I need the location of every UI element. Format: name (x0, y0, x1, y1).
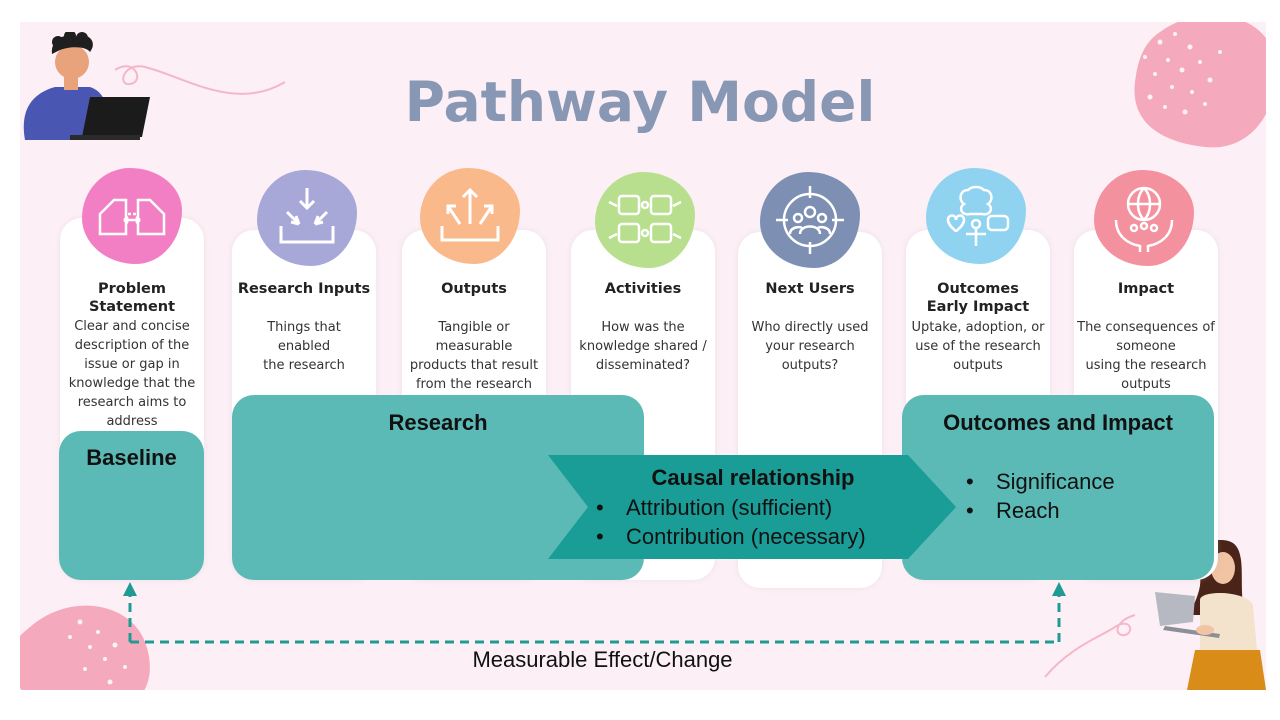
col-desc-next-users: Who directly used your research outputs? (751, 320, 869, 373)
page-title: Pathway Model (404, 70, 876, 134)
measurable-effect-dashed-connector (123, 582, 1066, 644)
col-desc-problem-statement: Clear and concise description of the iss… (68, 319, 196, 429)
pink-dots-blob-top-right (1134, 22, 1266, 148)
research-label: Research (388, 410, 488, 435)
baseline-box (59, 431, 204, 580)
col-title-outcomes-early-impact: Outcomes Early Impact (926, 281, 1030, 315)
pink-dots-blob-bottom-left (20, 605, 150, 690)
col-title-research-inputs: Research Inputs (237, 281, 371, 297)
col-desc-activities: How was the knowledge shared / dissemina… (579, 320, 707, 373)
causal-bullet-contribution: •Contribution (necessary) (596, 524, 866, 549)
globe-hands-icon (1094, 170, 1194, 266)
col-title-problem-statement: Problem Statement (88, 281, 176, 315)
decorative-swirl (114, 65, 286, 95)
outcomes-impact-box (902, 395, 1214, 580)
outbox-arrows-icon (420, 168, 520, 264)
outcomes-impact-label: Outcomes and Impact (943, 410, 1173, 435)
col-title-impact: Impact (1117, 281, 1175, 297)
woman-with-laptop-illustration (1155, 540, 1266, 690)
col-desc-outputs: Tangible or measurable products that res… (409, 320, 539, 392)
measurable-effect-label: Measurable Effect/Change (472, 647, 733, 672)
man-with-laptop-illustration (23, 32, 150, 140)
col-desc-research-inputs: Things that enabled the research (263, 320, 345, 373)
col-desc-impact: The consequences of someone using the re… (1077, 320, 1215, 392)
inbox-download-icon (257, 170, 357, 266)
target-users-icon (760, 172, 860, 268)
col-title-outputs: Outputs (441, 281, 507, 297)
causal-relationship-title: Causal relationship (651, 465, 855, 490)
causal-relationship-arrow (548, 455, 956, 559)
causal-bullet-attribution: •Attribution (sufficient) (596, 495, 833, 520)
bridge-gap-icon (82, 168, 182, 264)
col-title-activities: Activities (604, 281, 682, 297)
outcomes-bullet-reach: •Reach (966, 498, 1060, 523)
puzzle-hands-icon (595, 172, 695, 268)
baseline-label: Baseline (86, 445, 177, 470)
brain-heart-icon (926, 168, 1026, 264)
outcomes-bullet-significance: •Significance (966, 469, 1115, 494)
col-title-next-users: Next Users (765, 281, 855, 297)
decorative-swirl-bottom (1044, 614, 1136, 678)
col-desc-outcomes-early-impact: Uptake, adoption, or use of the research… (911, 320, 1045, 373)
